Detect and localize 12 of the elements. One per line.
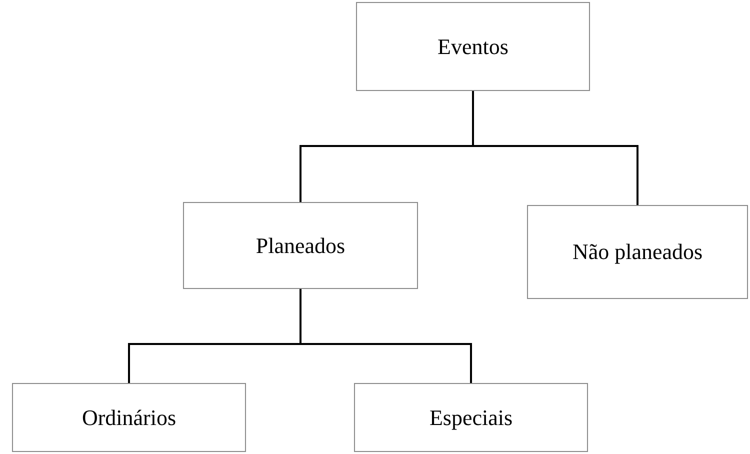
category-box bbox=[356, 2, 590, 91]
box-label: Ordinários bbox=[82, 404, 176, 432]
category-box bbox=[354, 383, 588, 452]
category-box bbox=[12, 383, 246, 452]
connector-line bbox=[300, 289, 472, 383]
category-box bbox=[183, 202, 418, 289]
connector-line bbox=[472, 91, 638, 205]
box-label: Não planeados bbox=[572, 238, 703, 266]
category-box bbox=[527, 205, 748, 299]
box-label: Eventos bbox=[438, 32, 508, 60]
box-label: Especiais bbox=[429, 404, 513, 432]
box-label: Planeados bbox=[256, 232, 346, 260]
